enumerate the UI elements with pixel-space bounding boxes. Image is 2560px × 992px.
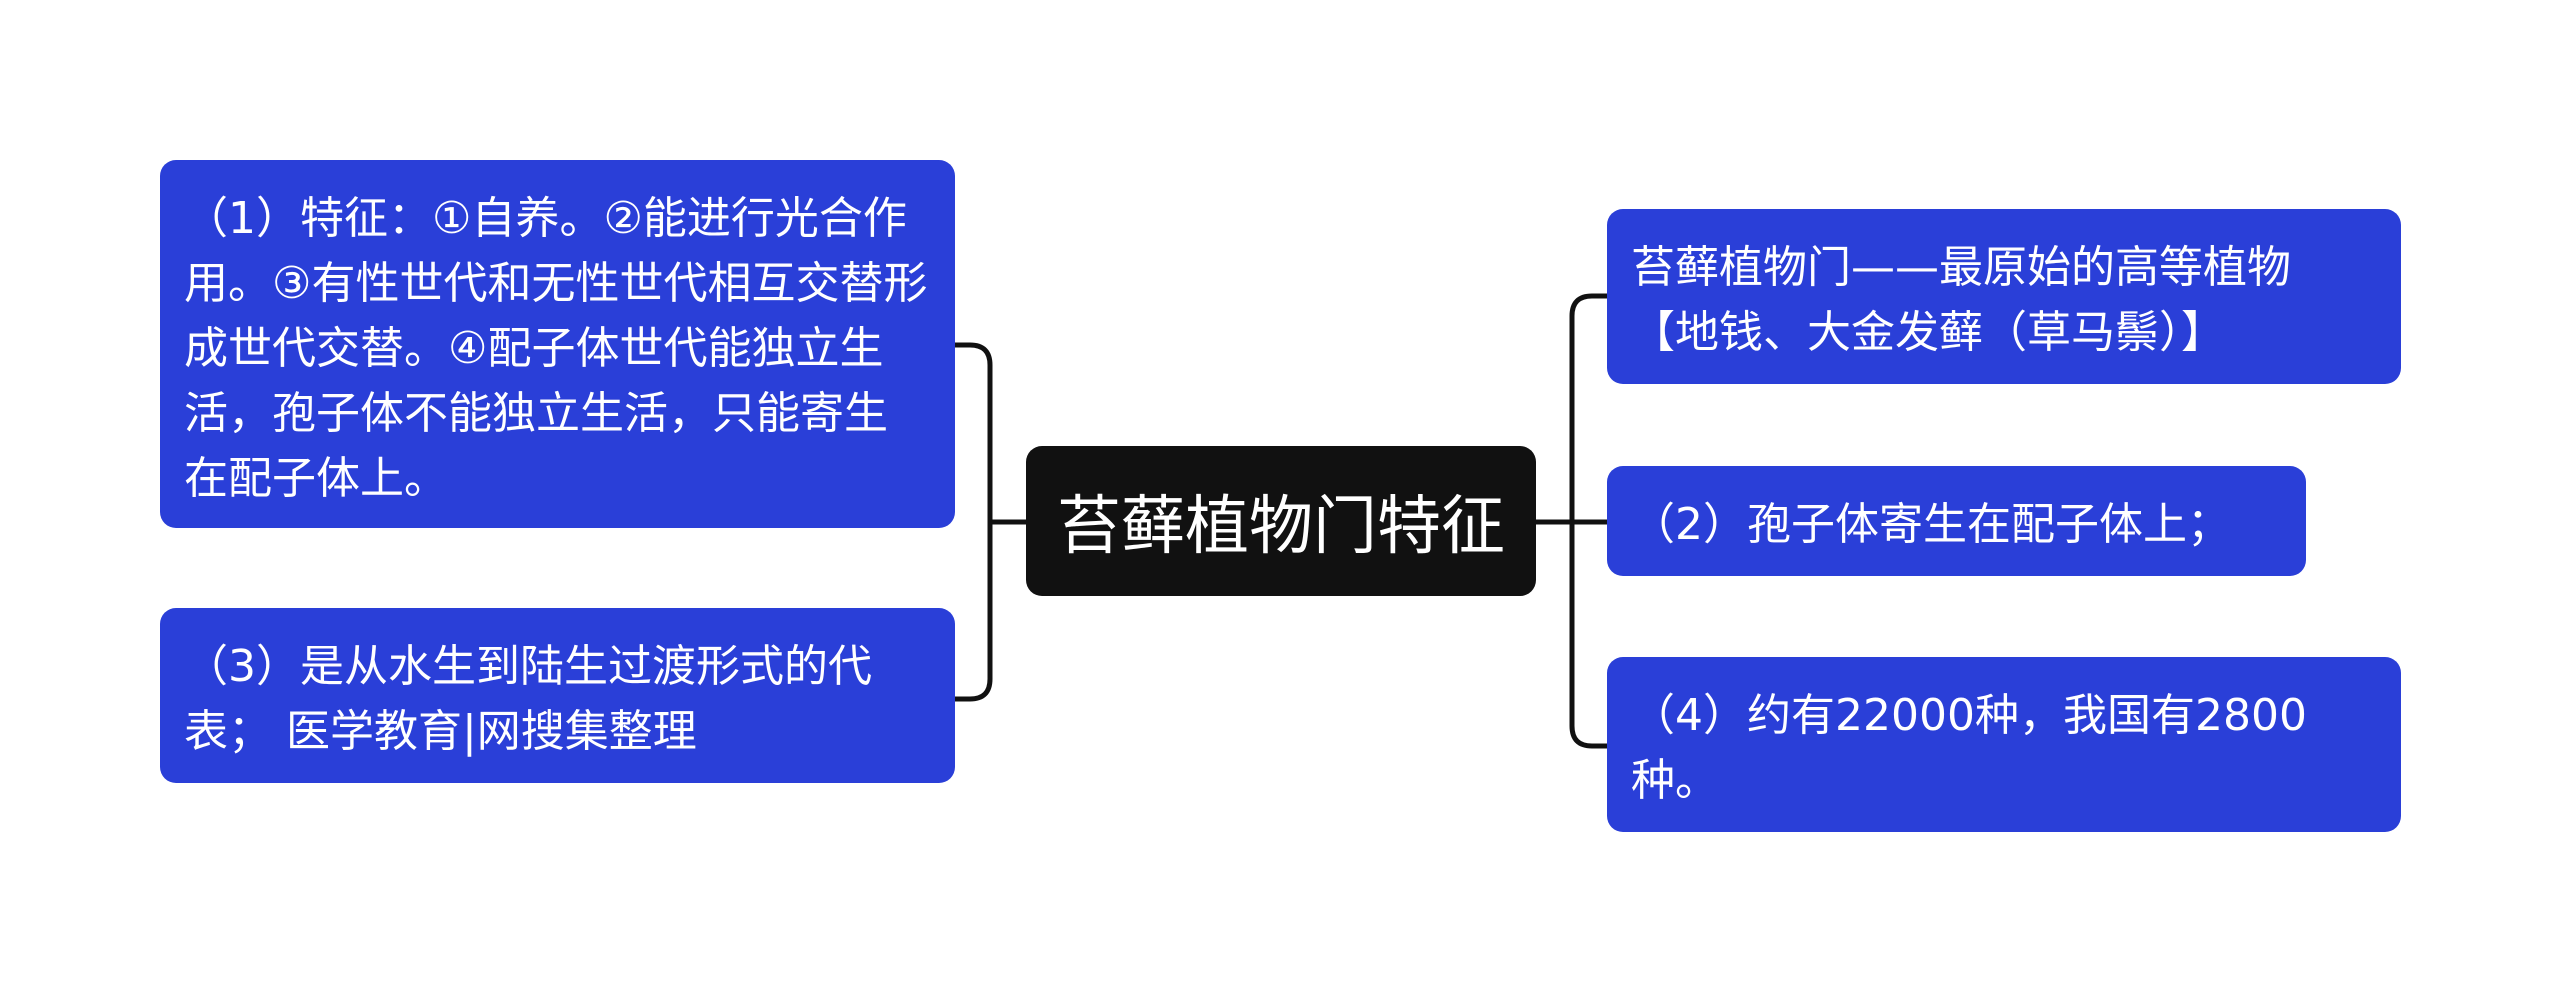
right-node-sporophyte-text: （2）孢子体寄生在配子体上； [1631, 499, 2231, 550]
right-node-definition-text: 苔藓植物门——最原始的高等植物【地钱、大金发藓（草马鬃）】 [1631, 242, 2291, 358]
root-label: 苔藓植物门特征 [1057, 490, 1505, 564]
left-node-features-text: （1）特征：①自养。②能进行光合作用。③有性世代和无性世代相互交替形成世代交替。… [184, 193, 928, 504]
right-node-sporophyte[interactable]: （2）孢子体寄生在配子体上； [1607, 466, 2306, 576]
right-node-species-count[interactable]: （4）约有22000种，我国有2800种。 [1607, 657, 2401, 832]
left-node-features[interactable]: （1）特征：①自养。②能进行光合作用。③有性世代和无性世代相互交替形成世代交替。… [160, 160, 955, 528]
right-node-definition[interactable]: 苔藓植物门——最原始的高等植物【地钱、大金发藓（草马鬃）】 [1607, 209, 2401, 384]
root-node[interactable]: 苔藓植物门特征 [1026, 446, 1536, 596]
left-node-transition-text: （3）是从水生到陆生过渡形式的代表； 医学教育|网搜集整理 [184, 641, 872, 757]
right-node-species-count-text: （4）约有22000种，我国有2800种。 [1631, 690, 2307, 806]
left-node-transition[interactable]: （3）是从水生到陆生过渡形式的代表； 医学教育|网搜集整理 [160, 608, 955, 783]
